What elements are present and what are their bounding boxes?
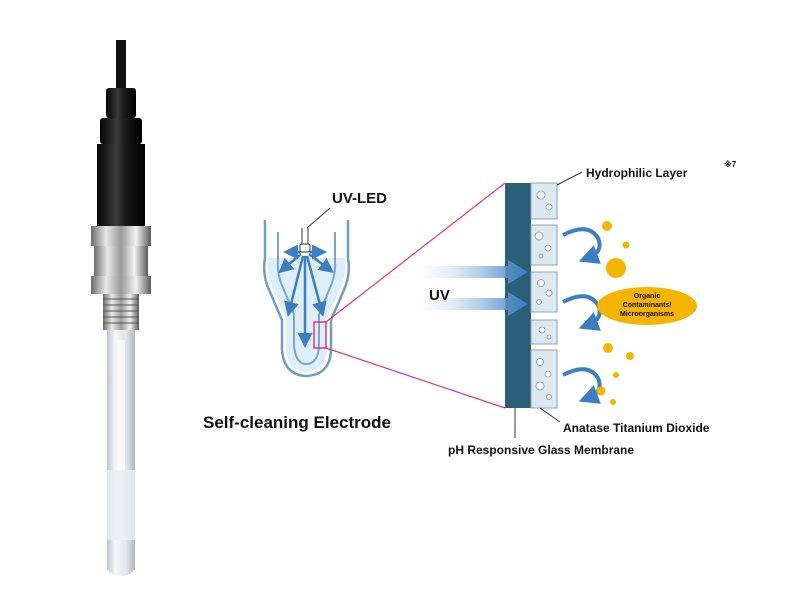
inner-glass: [276, 232, 337, 366]
hydrophilic-layer-label: Hydrophilic Layer: [586, 166, 688, 180]
cell-bubbles: [534, 190, 553, 400]
membrane-detail: [414, 171, 697, 438]
electrode-photo: [91, 40, 151, 576]
titanium-dioxide-cells: [530, 182, 558, 409]
uv-arrow-icon: [414, 260, 528, 316]
metal-collar: [91, 226, 151, 246]
metal-body: [94, 246, 148, 276]
anatase-label: Anatase Titanium Dioxide: [563, 421, 710, 435]
organic-contaminants-blob: [597, 287, 697, 325]
cable-gland: [106, 88, 136, 118]
uv-led-label: UV-LED: [332, 190, 387, 207]
magnify-region: [313, 321, 327, 349]
ph-membrane-label: pH Responsive Glass Membrane: [448, 443, 634, 457]
zoom-line-bottom: [325, 347, 506, 409]
organic-label-3: Microorganisms: [620, 311, 674, 318]
organic-label-2: Contaminants/: [623, 302, 672, 309]
contaminant-particles: [596, 221, 634, 405]
cable: [116, 40, 126, 100]
hydrophilic-leader: [556, 171, 583, 186]
footnote-marker: ※7: [724, 159, 737, 169]
thread: [103, 294, 139, 330]
uv-ray-arrows: [278, 244, 334, 348]
electrode-schematic: [262, 207, 351, 378]
black-housing: [97, 144, 145, 226]
outer-glass: [262, 220, 351, 378]
organic-label-1: Organic: [634, 293, 661, 300]
uv-led-leader: [306, 207, 331, 229]
curved-arrow-icon: [562, 227, 602, 404]
gland-nut: [100, 118, 142, 144]
self-cleaning-title: Self-cleaning Electrode: [203, 413, 391, 432]
metal-collar-lower: [91, 276, 151, 294]
led-icon: [299, 228, 311, 253]
zoom-line-top: [325, 182, 506, 323]
anatase-leader: [539, 407, 561, 423]
uv-label: UV: [429, 287, 450, 304]
glass-bulb: [107, 556, 135, 576]
